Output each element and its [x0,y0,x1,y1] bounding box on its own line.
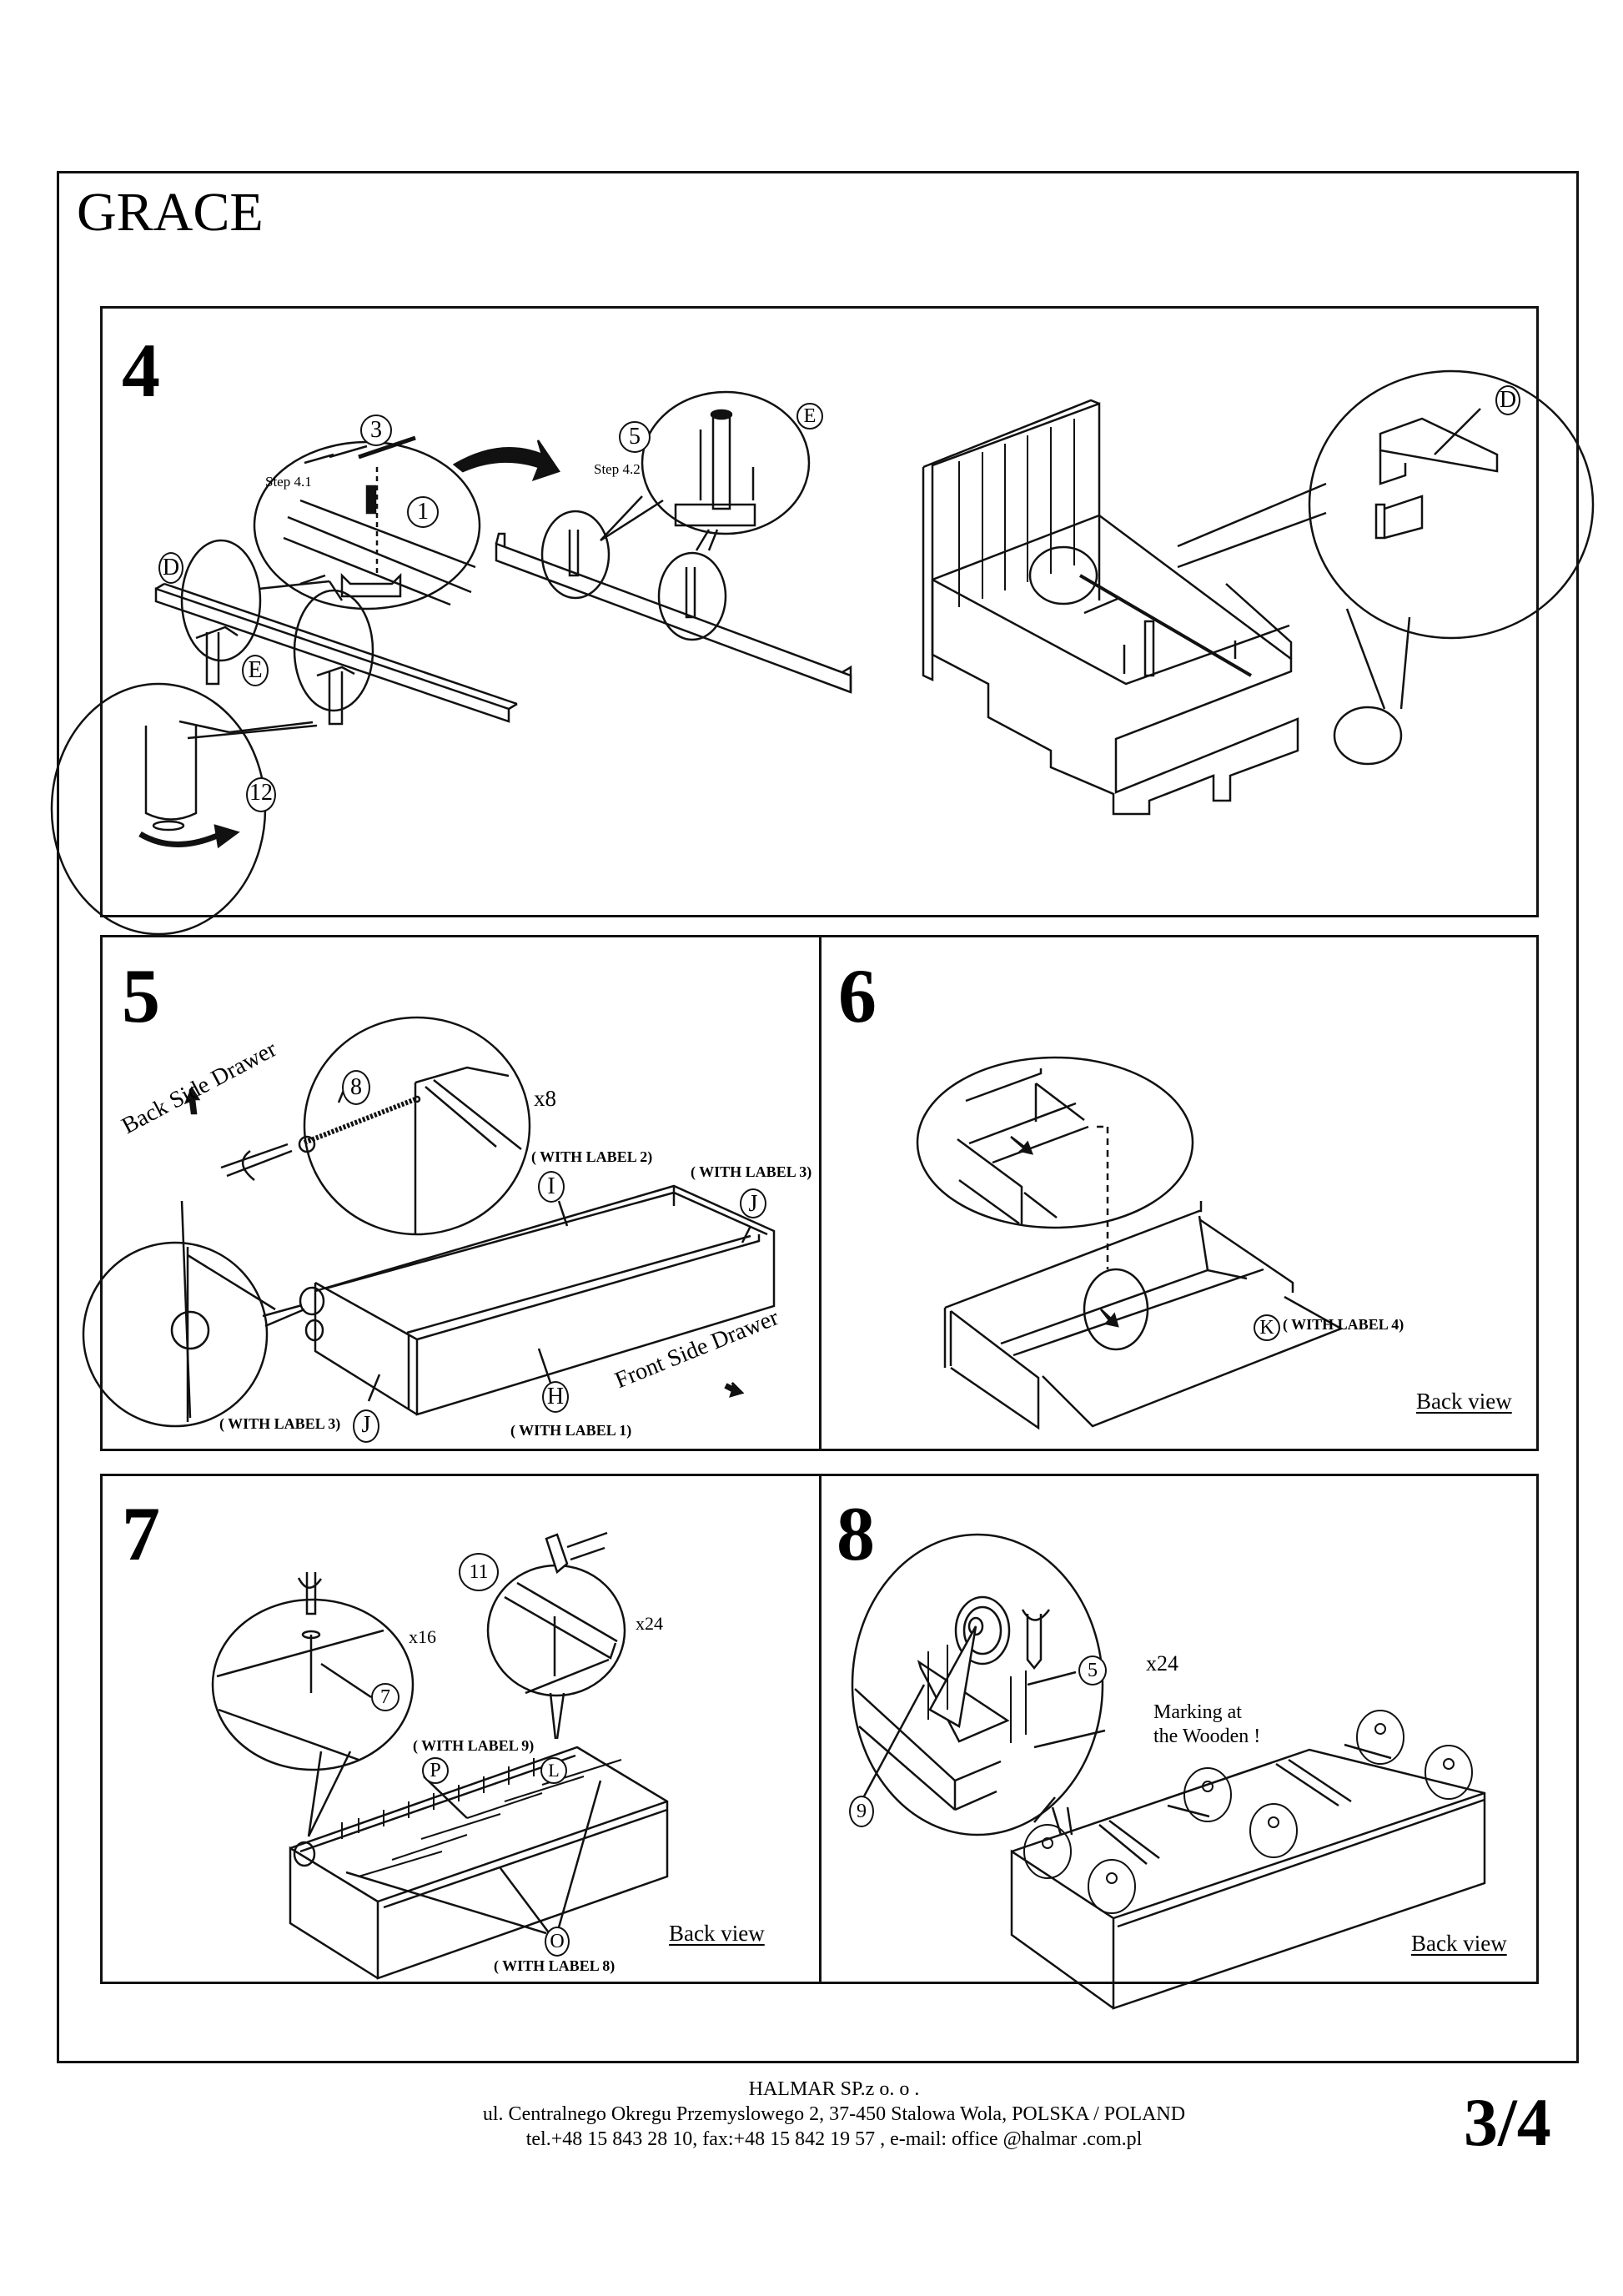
screw-quantity-x8: x8 [534,1086,556,1111]
with-label-4: ( WITH LABEL 4) [1283,1316,1404,1333]
screw-magnifier [304,1017,530,1234]
screw-quantity-x16: x16 [409,1626,436,1647]
step-4-2-magnifier [642,392,809,534]
callout-h: H [542,1381,569,1413]
callout-5: 5 [619,421,651,453]
with-label-3-top: ( WITH LABEL 3) [691,1163,812,1180]
footer-company: HALMAR SP.z o. o . [748,2078,920,2100]
with-label-9: ( WITH LABEL 9) [413,1737,535,1754]
bed-detail-magnifier [1309,371,1593,638]
page-frame [57,171,1579,2063]
with-label-1: ( WITH LABEL 1) [510,1422,632,1439]
drawer-with-wheels [1012,1750,1485,2008]
callout-k: K [1254,1314,1280,1341]
bottom-slot-magnifier [917,1058,1193,1228]
step-8-number: 8 [837,1491,875,1576]
step-8-back-view: Back view [1411,1931,1507,1956]
step-4-2-label: Step 4.2 [594,461,641,477]
callout-l: L [540,1757,567,1784]
step-4-1-label: Step 4.1 [265,474,312,490]
nail-quantity-x24: x24 [636,1613,663,1634]
callout-j-right: J [740,1188,766,1218]
marking-note-line-2: the Wooden ! [1153,1726,1261,1747]
step-5-number: 5 [122,953,160,1038]
callout-p: P [422,1757,449,1784]
footer-address: ul. Centralnego Okregu Przemyslowego 2, … [482,2103,1186,2125]
screw-7-magnifier [213,1600,413,1770]
callout-d-bed: D [1495,385,1520,415]
with-label-3-bottom: ( WITH LABEL 3) [219,1415,341,1432]
footer-contact: tel.+48 15 843 28 10, fax:+48 15 842 19 … [525,2128,1143,2150]
callout-e-leg: E [242,655,269,686]
next-step-arrow [455,440,559,480]
step-6-panel [819,935,1539,1451]
bed-headboard [923,404,1099,680]
step-8-panel [819,1474,1539,1984]
rail-d-left [156,589,509,721]
wheel-magnifier [852,1535,1103,1835]
callout-5-step8: 5 [1078,1655,1107,1686]
step-6-number: 6 [838,953,877,1038]
callout-o: O [545,1927,570,1957]
screw-quantity-x24: x24 [1146,1651,1178,1676]
with-label-8: ( WITH LABEL 8) [494,1957,616,1974]
step-7-number: 7 [122,1491,160,1576]
callout-7: 7 [371,1683,399,1711]
with-label-2: ( WITH LABEL 2) [531,1148,653,1165]
callout-12: 12 [246,777,276,812]
callout-1: 1 [407,496,439,528]
bed-frame [932,515,1298,814]
callout-i: I [538,1171,565,1203]
callout-11: 11 [459,1553,499,1591]
callout-d-rail: D [158,552,183,584]
callout-9: 9 [849,1796,874,1827]
product-title: GRACE [77,182,264,243]
marking-note-line-1: Marking at [1153,1701,1242,1723]
step-6-back-view: Back view [1416,1389,1512,1414]
step-7-back-view: Back view [669,1921,765,1946]
callout-8: 8 [342,1070,370,1105]
callout-e-top: E [796,403,823,430]
page-number: 3/4 [1464,2084,1551,2160]
callout-j-left: J [353,1409,379,1443]
step-4-number: 4 [122,328,160,413]
drawer-bottom-view [290,1747,667,1978]
callout-3: 3 [360,414,392,446]
